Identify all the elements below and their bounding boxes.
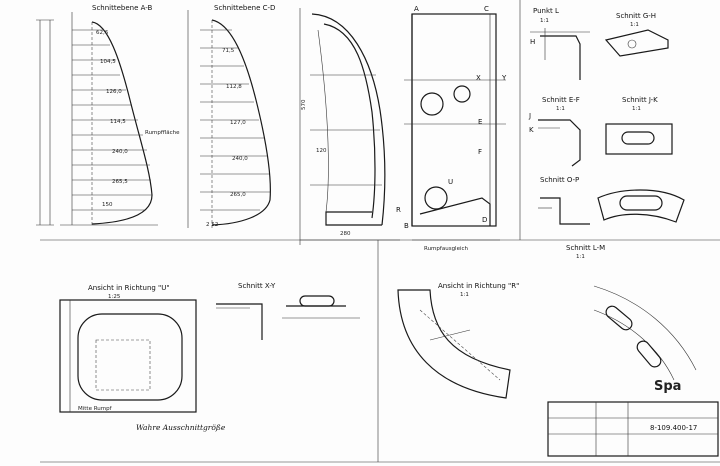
title-block: Spa 8-109.400-17 — [547, 379, 719, 457]
letter-h: H — [530, 38, 535, 46]
lm-title: Schnitt L-M — [566, 244, 605, 252]
rumpfausgleich-note: Rumpfausgleich — [424, 246, 469, 252]
view-u-panel: Ansicht in Richtung "U" 1:25 Mitte Rumpf… — [59, 284, 226, 432]
dimension-marks: 570 280 120 — [301, 99, 351, 237]
section-cd-panel: 71,5 112,8 127,0 240,0 265,0 2 52 Schnit… — [187, 4, 275, 228]
detail-gh: Schnitt G-H 1:1 — [604, 12, 669, 57]
svg-text:112,8: 112,8 — [226, 84, 242, 90]
svg-text:1:1: 1:1 — [632, 106, 641, 112]
svg-text:1:1: 1:1 — [576, 254, 585, 260]
svg-text:570: 570 — [301, 99, 307, 110]
punkt-l-title: Punkt L — [533, 7, 559, 15]
letter-b: B — [404, 222, 409, 230]
svg-text:265,5: 265,5 — [112, 179, 128, 185]
letter-u: U — [448, 178, 453, 186]
svg-text:240,0: 240,0 — [112, 149, 128, 155]
svg-text:62,6: 62,6 — [96, 30, 109, 36]
drawing-number: 8-109.400-17 — [650, 424, 697, 432]
letter-f: F — [478, 148, 482, 156]
svg-text:150: 150 — [102, 202, 113, 208]
xy-title: Schnitt X-Y — [238, 282, 276, 290]
detail-jk: Schnitt J-K 1:1 — [605, 96, 673, 155]
fuselage-panel: A C B D X Y E F R U Rumpfausgleich — [396, 5, 507, 252]
detail-punkt-l: Punkt L 1:1 H — [530, 7, 590, 80]
section-xy-panel: Schnitt X-Y — [216, 282, 276, 340]
svg-text:120: 120 — [316, 148, 327, 154]
letter-d: D — [482, 216, 487, 224]
svg-text:1:25: 1:25 — [108, 294, 121, 300]
stamp-text: Spa — [654, 379, 681, 394]
section-ab-title: Schnittebene A-B — [92, 4, 153, 12]
dimension-marks: 62,6 104,5 126,0 114,5 240,0 265,5 150 — [96, 30, 128, 208]
mitte-rumpf-note: Mitte Rumpf — [78, 406, 113, 412]
svg-text:1:1: 1:1 — [630, 22, 639, 28]
gh-title: Schnitt G-H — [616, 12, 656, 20]
svg-text:280: 280 — [340, 231, 351, 237]
detail-op: Schnitt O-P — [538, 176, 590, 225]
op-title: Schnitt O-P — [540, 176, 579, 184]
letter-x: X — [476, 74, 481, 82]
view-u-title: Ansicht in Richtung "U" — [88, 284, 170, 292]
slot-panel — [282, 295, 360, 319]
svg-text:104,5: 104,5 — [100, 59, 116, 65]
svg-text:71,5: 71,5 — [222, 48, 235, 54]
detail-slot — [597, 189, 685, 223]
view-r-title: Ansicht in Richtung "R" — [438, 282, 519, 290]
frame-section-panel: 570 280 120 — [299, 8, 400, 245]
section-cd-title: Schnittebene C-D — [214, 4, 275, 12]
letter-a: A — [414, 5, 419, 13]
rumpfflaeche-note: Rumpffläche — [145, 130, 180, 136]
ef-title: Schnitt E-F — [542, 96, 580, 104]
wahre-note: Wahre Ausschnittgröße — [136, 423, 226, 432]
detail-ef: Schnitt E-F 1:1 J K — [528, 96, 581, 167]
arc-panel — [593, 285, 697, 381]
svg-text:2 52: 2 52 — [206, 222, 218, 228]
svg-text:126,0: 126,0 — [106, 89, 122, 95]
jk-title: Schnitt J-K — [622, 96, 658, 104]
letter-c: C — [484, 5, 489, 13]
letter-y: Y — [501, 74, 507, 82]
svg-text:240,0: 240,0 — [232, 156, 248, 162]
section-ab-panel: 62,6 104,5 126,0 114,5 240,0 265,5 150 S… — [36, 4, 180, 226]
letter-j: J — [528, 112, 531, 120]
svg-text:265,0: 265,0 — [230, 192, 246, 198]
detail-lm: Schnitt L-M 1:1 — [566, 244, 605, 260]
letter-k: K — [529, 126, 534, 134]
letter-r: R — [396, 206, 401, 214]
svg-text:1:1: 1:1 — [540, 18, 549, 24]
svg-text:1:1: 1:1 — [460, 292, 469, 298]
svg-text:114,5: 114,5 — [110, 119, 126, 125]
svg-text:1:1: 1:1 — [556, 106, 565, 112]
dimension-marks: 71,5 112,8 127,0 240,0 265,0 2 52 — [206, 48, 248, 228]
letter-e: E — [478, 118, 482, 126]
svg-text:127,0: 127,0 — [230, 120, 246, 126]
view-r-panel: Ansicht in Richtung "R" 1:1 — [397, 282, 519, 399]
